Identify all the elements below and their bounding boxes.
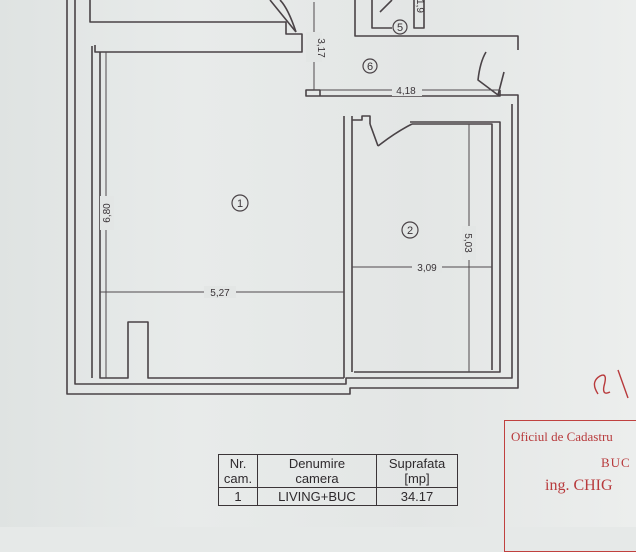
room-2-wall: [352, 115, 501, 373]
row-room-area: 34.17: [376, 487, 458, 506]
dim-label-527: 5,27: [210, 288, 230, 299]
partition-wall: [305, 89, 501, 378]
stamp-city: BUC: [601, 455, 631, 470]
row-room-number: 1: [218, 487, 258, 506]
dim-label-1x: 1,9: [414, 0, 425, 13]
row-room-name: LIVING+BUC: [257, 487, 377, 506]
floor-plan: 3,17 4,18 6,80 5,27 3,09 5,03 1,9 1 2 5 …: [66, 0, 519, 395]
signature-mark: [593, 369, 629, 399]
room-6-number: 6: [367, 61, 373, 73]
outer-wall-line: [66, 0, 519, 395]
room-5-marker: [392, 19, 408, 35]
table-row: 1 LIVING+BUC 34.17: [218, 487, 458, 506]
cadastre-stamp: Oficiul de Cadastru BUC ing. CHIG: [504, 420, 636, 552]
dim-label-317: 3,17: [315, 38, 326, 58]
room-1-number: 1: [237, 198, 243, 210]
dim-label-309: 3,09: [417, 263, 437, 274]
table-header-row: Nr. cam. Denumire camera Suprafata [mp]: [218, 454, 458, 488]
stamp-engineer: ing. CHIG: [545, 477, 613, 494]
stamp-office-title: Oficiul de Cadastru: [511, 429, 613, 444]
entrance-door-swing: [477, 51, 505, 96]
living-room-inner-wall: [91, 46, 344, 379]
room-area-table: Nr. cam. Denumire camera Suprafata [mp] …: [218, 454, 458, 506]
upper-door-swing: [269, 0, 297, 33]
room-6-marker: [362, 58, 378, 74]
header-room-area: Suprafata [mp]: [376, 454, 458, 488]
room-1-marker: [231, 194, 249, 212]
room-5-number: 5: [397, 22, 403, 34]
dim-label-680: 6,80: [102, 203, 113, 223]
door-swing-room-2: [369, 123, 413, 147]
header-room-name: Denumire camera: [257, 454, 377, 488]
dim-label-418: 4,18: [396, 86, 416, 97]
upper-room-wall: [89, 0, 303, 53]
room-2-marker: [401, 221, 419, 239]
bathroom-wall: [354, 0, 519, 50]
header-room-number: Nr. cam.: [218, 454, 258, 488]
room-2-number: 2: [407, 225, 413, 237]
dim-label-503: 5,03: [462, 233, 473, 253]
